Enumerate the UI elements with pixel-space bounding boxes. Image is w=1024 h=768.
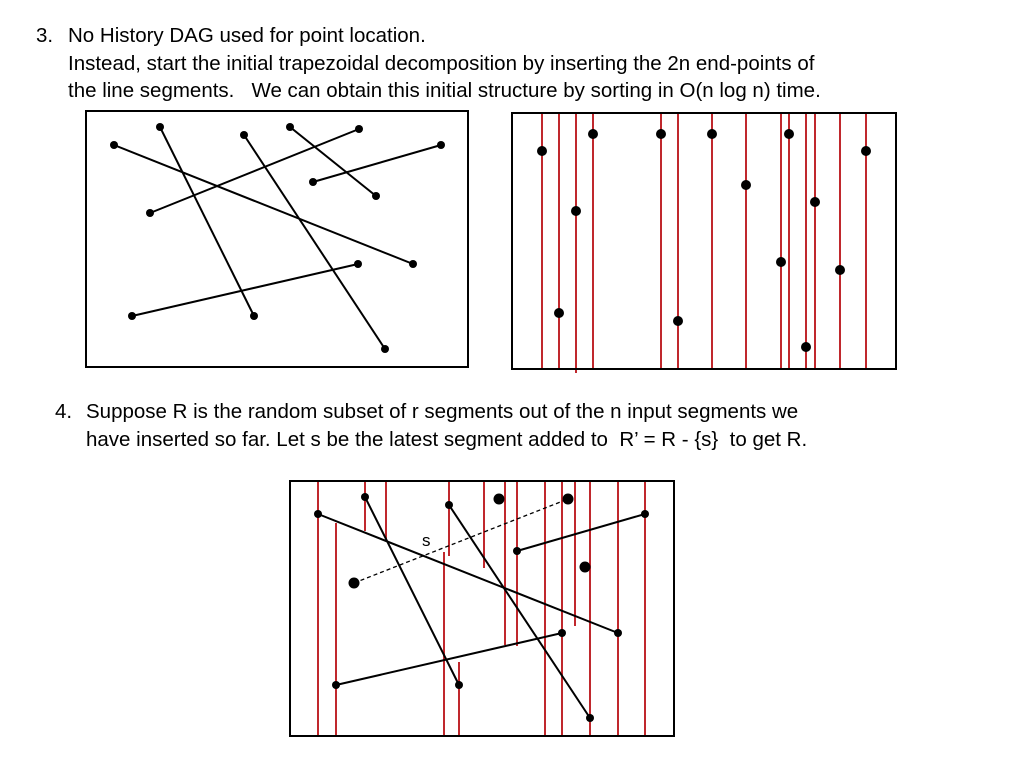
endpoint (110, 141, 118, 149)
item-3-line-1: No History DAG used for point location. (68, 24, 426, 47)
endpoint (741, 180, 751, 190)
endpoint (571, 206, 581, 216)
endpoint (309, 178, 317, 186)
segment (149, 128, 360, 214)
segment (317, 513, 619, 634)
segment (159, 126, 255, 317)
endpoint (381, 345, 389, 353)
endpoint (314, 510, 322, 518)
item-3-line-3: the line segments. We can obtain this in… (68, 79, 821, 102)
endpoint (361, 493, 369, 501)
s-endpoint (562, 493, 574, 505)
item-4-line-2: have inserted so far. Let s be the lates… (86, 428, 808, 451)
segment (364, 496, 460, 686)
segment (448, 504, 591, 719)
decomposition-frame (511, 112, 897, 370)
endpoint (784, 129, 794, 139)
trapezoidal-map-frame (289, 480, 675, 737)
isolated-point (493, 493, 505, 505)
item-3-line-2: Instead, start the initial trapezoidal d… (68, 52, 815, 75)
endpoint (240, 131, 248, 139)
endpoint (372, 192, 380, 200)
endpoint (455, 681, 463, 689)
endpoint (286, 123, 294, 131)
trapezoidal-map-figure: s (289, 480, 675, 737)
segment (289, 126, 377, 197)
endpoint (409, 260, 417, 268)
endpoint (614, 629, 622, 637)
endpoint (810, 197, 820, 207)
item-3-number: 3. (36, 24, 54, 47)
endpoint (156, 123, 164, 131)
endpoint (355, 125, 363, 133)
endpoint (558, 629, 566, 637)
item-4-number: 4. (55, 400, 73, 423)
segment (312, 144, 442, 183)
endpoint (354, 260, 362, 268)
endpoint (673, 316, 683, 326)
initial-decomposition-figure (511, 112, 897, 373)
segments-frame (85, 110, 469, 368)
endpoint (146, 209, 154, 217)
isolated-point (579, 561, 591, 573)
endpoint (554, 308, 564, 318)
endpoint (861, 146, 871, 156)
endpoint (586, 714, 594, 722)
segment (113, 144, 414, 265)
endpoint (776, 257, 786, 267)
endpoint (437, 141, 445, 149)
endpoint (641, 510, 649, 518)
segment-s-label: s (422, 531, 431, 550)
endpoint (332, 681, 340, 689)
item-4-line-1: Suppose R is the random subset of r segm… (86, 400, 799, 423)
endpoint (801, 342, 811, 352)
endpoint (835, 265, 845, 275)
endpoint (588, 129, 598, 139)
segment (243, 134, 386, 350)
endpoint (128, 312, 136, 320)
endpoint (445, 501, 453, 509)
endpoint (656, 129, 666, 139)
endpoint (537, 146, 547, 156)
s-endpoint (348, 577, 360, 589)
new-segment-s (353, 498, 569, 584)
endpoint (250, 312, 258, 320)
segment (516, 513, 646, 552)
segment (335, 632, 563, 686)
endpoint (513, 547, 521, 555)
segment (131, 263, 359, 317)
endpoint (707, 129, 717, 139)
segments-figure (85, 110, 469, 368)
